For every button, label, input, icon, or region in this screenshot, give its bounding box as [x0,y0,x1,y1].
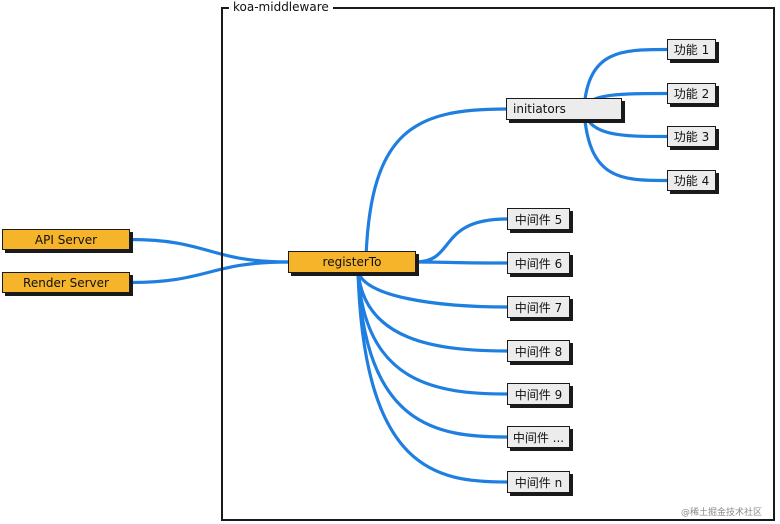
middleware-node-8[interactable]: 中间件 8 [507,340,570,362]
middleware-node-7[interactable]: 中间件 7 [507,296,570,318]
link-register-to-initiators [364,107,508,259]
feature-node-4[interactable]: 功能 4 [667,170,716,191]
link-register-to-middleware-node-8 [356,269,509,353]
middleware-node-6[interactable]: 中间件 6 [507,252,570,274]
link-initiators-to-feature-4 [582,107,669,183]
koa-middleware-frame [221,7,775,521]
watermark: @稀土掘金技术社区 [680,508,762,518]
middleware-node-n[interactable]: 中间件 n [507,471,570,493]
link-api-to-register [128,237,290,264]
feature-node-1[interactable]: 功能 1 [667,39,716,60]
feature-node-3[interactable]: 功能 3 [667,126,716,147]
initiators-node[interactable]: initiators [506,98,622,120]
frame-title: koa-middleware [229,0,333,14]
api-server-node[interactable]: API Server [2,229,130,250]
middleware-node-9[interactable]: 中间件 9 [507,383,570,405]
link-register-to-middleware-node-7 [356,269,509,309]
link-render-to-register [128,260,290,285]
feature-node-2[interactable]: 功能 2 [667,83,716,104]
link-register-to-middleware-node-6 [414,260,509,265]
middleware-node-more[interactable]: 中间件 ... [507,426,570,448]
render-server-node[interactable]: Render Server [2,272,130,293]
link-initiators-to-feature-1 [582,47,669,111]
middleware-node-5[interactable]: 中间件 5 [507,208,570,230]
link-register-to-middleware-node-n [356,269,509,484]
register-to-node[interactable]: registerTo [288,251,416,273]
link-register-to-middleware-node-more [356,269,509,439]
link-register-to-middleware-node-9 [356,269,509,396]
link-register-to-middleware-node-5 [414,217,509,264]
